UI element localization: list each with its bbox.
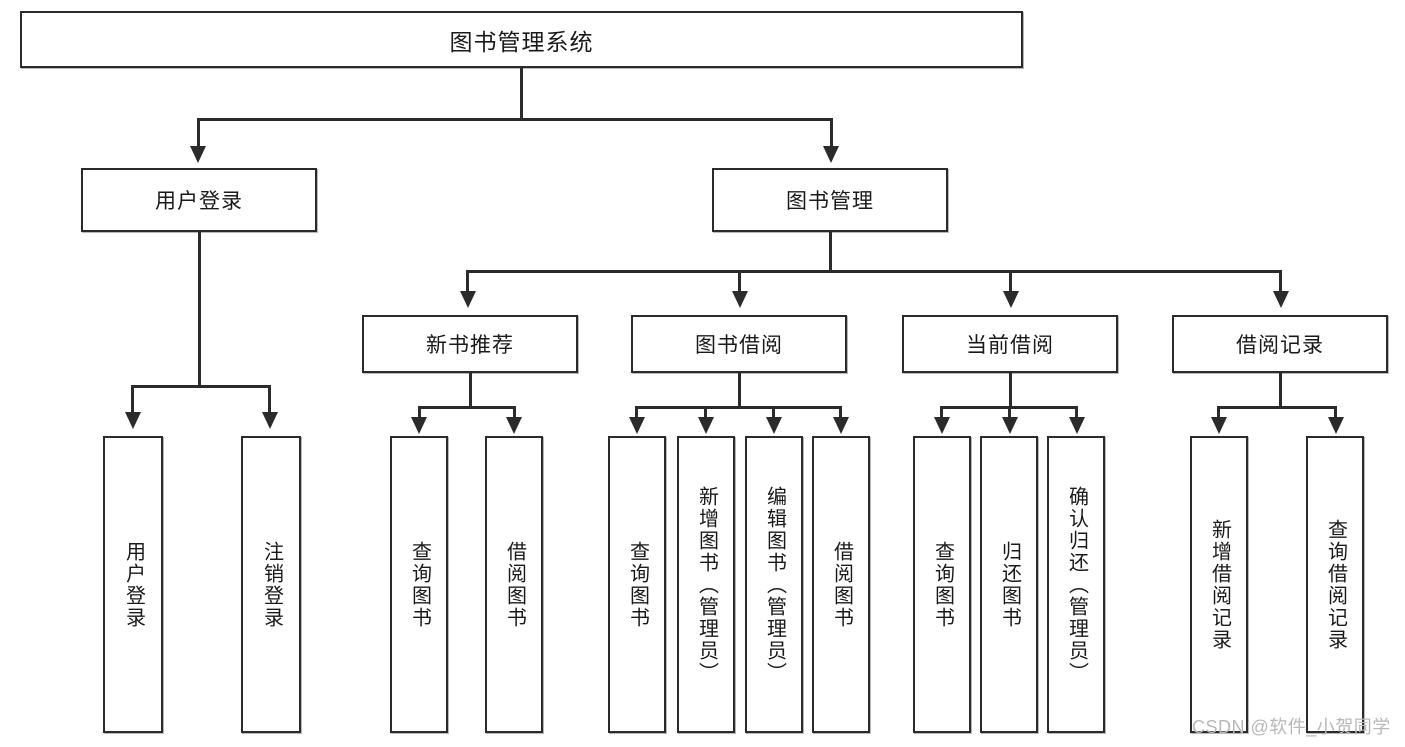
node-label: 用户登录 <box>122 540 145 629</box>
node-current-borrow[interactable]: 当前借阅 <box>902 315 1118 373</box>
leaf-edit-book-admin[interactable]: 编辑图书（管理员） <box>745 436 803 733</box>
edge-newbook-stem <box>469 373 472 408</box>
node-label: 注销登录 <box>260 540 283 629</box>
node-user-login[interactable]: 用户登录 <box>81 168 317 232</box>
arrowhead-newbook-to-borrow <box>506 417 522 434</box>
node-borrow-records[interactable]: 借阅记录 <box>1172 315 1388 373</box>
edge-borrow-to-query <box>635 406 638 419</box>
node-label: 借阅图书 <box>830 540 853 629</box>
edge-bookmgmt-to-borrow <box>738 270 741 293</box>
leaf-logout[interactable]: 注销登录 <box>241 436 301 733</box>
edge-root-to-login <box>197 118 200 148</box>
edge-bookmgmt-stem <box>829 232 832 272</box>
arrowhead-newbook-to-query <box>411 417 427 434</box>
edge-login-bus <box>131 385 270 388</box>
leaf-query-book-borrow[interactable]: 查询图书 <box>608 436 666 733</box>
node-new-book-recommend[interactable]: 新书推荐 <box>362 315 578 373</box>
node-book-management[interactable]: 图书管理 <box>712 168 948 232</box>
arrowhead-current-to-query <box>934 417 950 434</box>
edge-bookmgmt-to-current <box>1009 270 1012 293</box>
edge-current-to-confirm <box>1075 406 1078 419</box>
edge-newbook-to-query <box>418 406 421 419</box>
node-label: 新增图书（管理员） <box>695 485 718 684</box>
leaf-user-login[interactable]: 用户登录 <box>103 436 163 733</box>
edge-borrow-to-lend <box>839 406 842 419</box>
arrowhead-bookmgmt-to-newbook <box>460 291 476 308</box>
edge-records-bus <box>1217 406 1337 409</box>
arrowhead-bookmgmt-to-records <box>1273 291 1289 308</box>
leaf-query-book-current[interactable]: 查询图书 <box>913 436 971 733</box>
node-label: 查询借阅记录 <box>1324 518 1347 651</box>
node-label: 确认归还（管理员） <box>1065 485 1088 684</box>
leaf-borrow-book-recommend[interactable]: 借阅图书 <box>485 436 543 733</box>
node-label: 图书管理系统 <box>449 28 594 55</box>
node-label: 图书管理 <box>786 190 874 213</box>
arrowhead-current-to-confirm <box>1069 417 1085 434</box>
node-label: 用户登录 <box>155 190 243 213</box>
edge-login-to-userlogin <box>131 385 134 414</box>
node-label: 查询图书 <box>408 540 431 629</box>
edge-borrow-to-edit <box>772 406 775 419</box>
arrowhead-current-to-return <box>1002 417 1018 434</box>
node-label: 编辑图书（管理员） <box>763 485 786 684</box>
edge-login-to-logout <box>268 385 271 414</box>
edge-records-stem <box>1279 373 1282 408</box>
arrowhead-borrow-to-edit <box>766 417 782 434</box>
edge-current-to-query <box>940 406 943 419</box>
edge-borrow-to-add <box>704 406 707 419</box>
node-label: 查询图书 <box>626 540 649 629</box>
edge-current-to-return <box>1008 406 1011 419</box>
edge-bookmgmt-to-records <box>1279 270 1282 293</box>
edge-bookmgmt-to-newbook <box>466 270 469 293</box>
edge-current-stem <box>1009 373 1012 408</box>
edge-borrow-bus <box>635 406 841 409</box>
leaf-add-borrow-record[interactable]: 新增借阅记录 <box>1190 436 1248 733</box>
leaf-confirm-return-admin[interactable]: 确认归还（管理员） <box>1047 436 1105 733</box>
edge-newbook-bus <box>418 406 515 409</box>
arrowhead-records-to-query <box>1328 417 1344 434</box>
edge-records-to-query <box>1334 406 1337 419</box>
node-label: 借阅记录 <box>1236 334 1324 357</box>
node-label: 查询图书 <box>931 540 954 629</box>
arrowhead-borrow-to-add <box>698 417 714 434</box>
node-label: 当前借阅 <box>966 334 1054 357</box>
leaf-lend-book[interactable]: 借阅图书 <box>812 436 870 733</box>
edge-login-stem <box>198 232 201 387</box>
leaf-query-book-recommend[interactable]: 查询图书 <box>390 436 448 733</box>
arrowhead-root-to-login <box>190 146 206 163</box>
arrowhead-login-to-userlogin <box>125 412 141 429</box>
arrowhead-root-to-bookmgmt <box>823 146 839 163</box>
edge-root-bus <box>197 118 833 121</box>
node-label: 归还图书 <box>998 540 1021 629</box>
node-label: 新增借阅记录 <box>1208 518 1231 651</box>
edge-records-to-add <box>1217 406 1220 419</box>
node-label: 新书推荐 <box>426 334 514 357</box>
arrowhead-borrow-to-query <box>629 417 645 434</box>
edge-root-stem <box>520 68 523 120</box>
arrowhead-records-to-add <box>1211 417 1227 434</box>
arrowhead-bookmgmt-to-borrow <box>732 291 748 308</box>
leaf-add-book-admin[interactable]: 新增图书（管理员） <box>677 436 735 733</box>
arrowhead-bookmgmt-to-current <box>1003 291 1019 308</box>
node-root-system[interactable]: 图书管理系统 <box>20 11 1023 68</box>
leaf-query-borrow-record[interactable]: 查询借阅记录 <box>1306 436 1364 733</box>
edge-borrow-stem <box>738 373 741 408</box>
leaf-return-book[interactable]: 归还图书 <box>980 436 1038 733</box>
arrowhead-borrow-to-lend <box>833 417 849 434</box>
node-book-borrow[interactable]: 图书借阅 <box>631 315 847 373</box>
arrowhead-login-to-logout <box>262 412 278 429</box>
edge-root-to-bookmgmt <box>830 118 833 148</box>
edge-newbook-to-borrow <box>513 406 516 419</box>
watermark-text: CSDN @软件_小贺同学 <box>1192 717 1391 737</box>
node-label: 借阅图书 <box>503 540 526 629</box>
edge-bookmgmt-bus <box>466 270 1282 273</box>
node-label: 图书借阅 <box>695 334 783 357</box>
